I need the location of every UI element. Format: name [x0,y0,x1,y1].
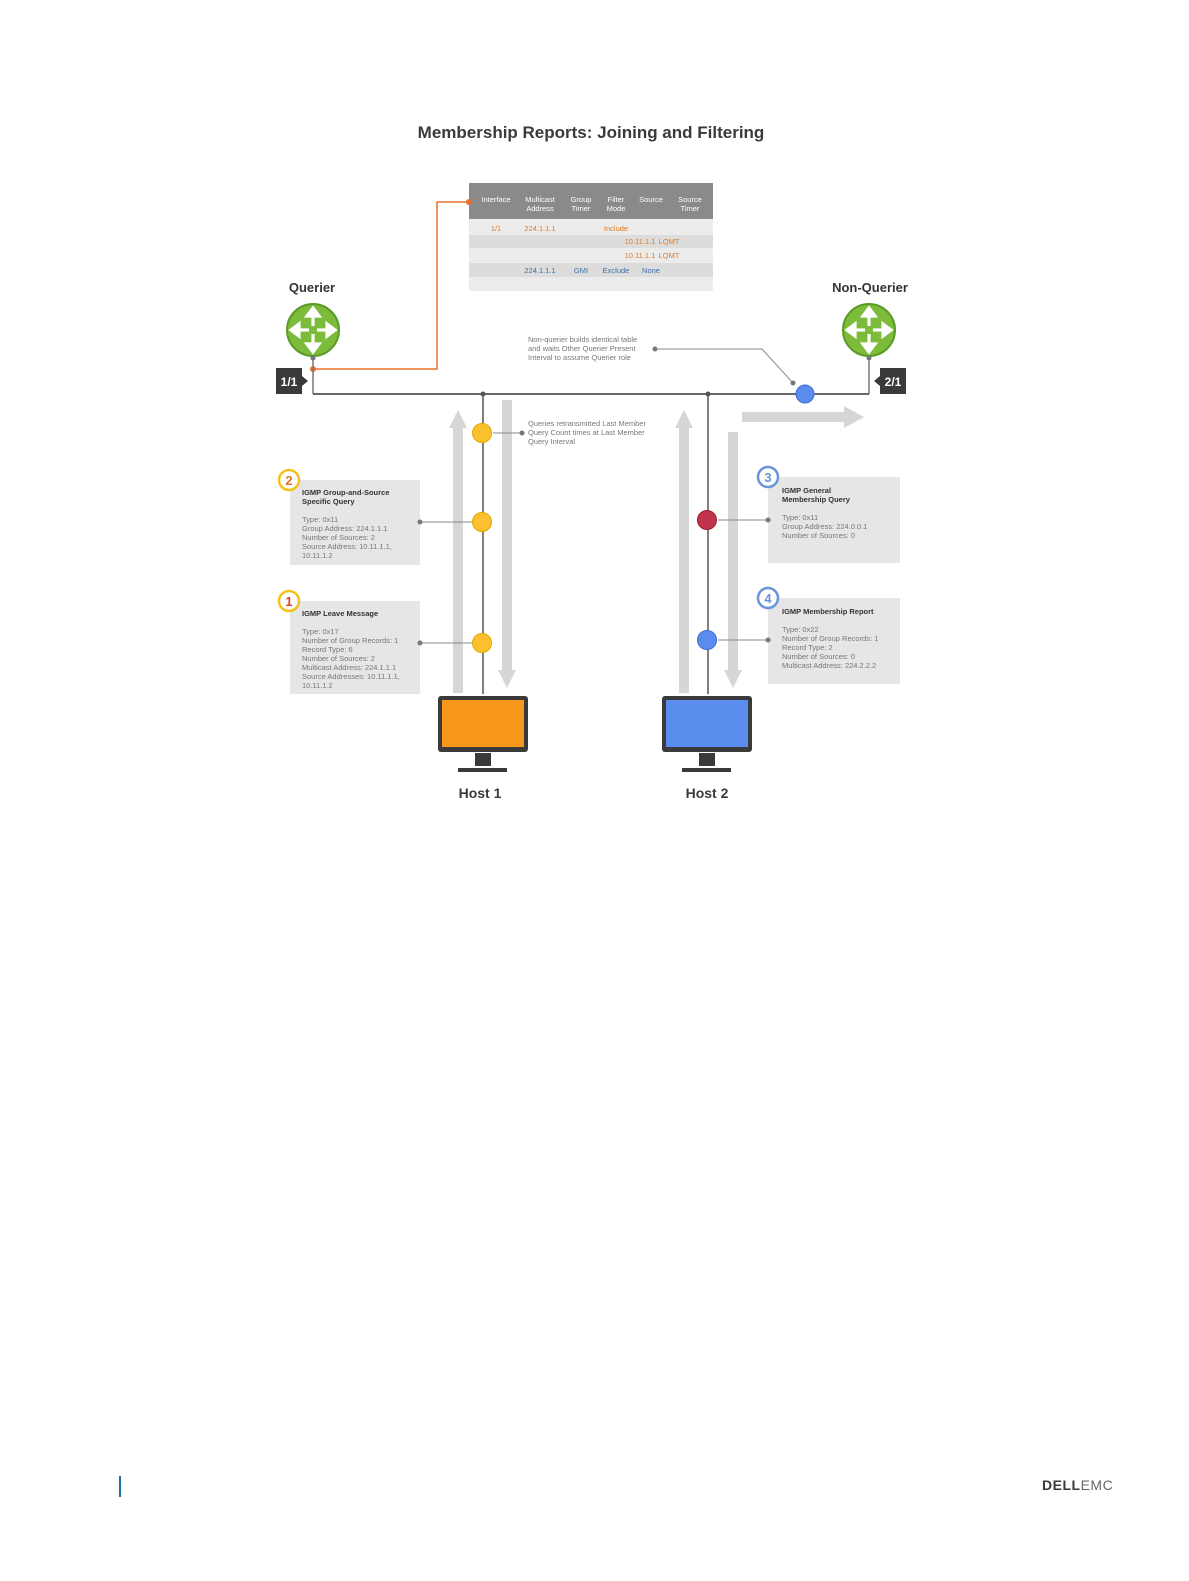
blue-marker-4 [697,630,717,650]
svg-text:Type: 0x11: Type: 0x11 [302,515,338,524]
table-cell: 224.1.1.1 [524,266,555,275]
non-querier-annotation: Non-querier builds identical table and w… [528,335,637,362]
svg-text:Query Interval: Query Interval [528,437,575,446]
host2-monitor-icon [662,696,752,772]
svg-text:10.11.1.2: 10.11.1.2 [302,681,333,690]
svg-text:Query Count times at Last Memb: Query Count times at Last Member [528,428,645,437]
table-cell: Exclude [603,266,630,275]
yellow-marker-2 [472,512,492,532]
svg-text:Membership Query: Membership Query [782,495,851,504]
querier-router-icon [286,303,340,357]
table-link-dot [466,199,472,205]
message-box-1: 1 IGMP Leave Message Type: 0x17 Number o… [277,589,420,694]
svg-text:Record Type: 2: Record Type: 2 [782,643,833,652]
svg-text:2: 2 [285,473,292,488]
svg-text:Multicast Address: 224.1.1.1: Multicast Address: 224.1.1.1 [302,663,396,672]
svg-text:Group Address: 224.0.0.1: Group Address: 224.0.0.1 [782,522,867,531]
svg-text:Number of Group Records: 1: Number of Group Records: 1 [302,636,398,645]
host1-label: Host 1 [459,785,502,801]
svg-text:IGMP Group-and-Source: IGMP Group-and-Source [302,488,389,497]
message-box-4: 4 IGMP Membership Report Type: 0x22 Numb… [756,586,900,684]
svg-text:Number of Group Records: 1: Number of Group Records: 1 [782,634,878,643]
port-badge-left: 1/1 [276,368,308,394]
svg-text:Type: 0x11: Type: 0x11 [782,513,818,522]
svg-text:Source Addresses: 10.11.1.1,: Source Addresses: 10.11.1.1, [302,672,400,681]
queries-annotation: Queries retransmitted Last Member Query … [528,419,646,446]
non-querier-label: Non-Querier [832,280,908,295]
table-cell: 1/1 [491,224,501,233]
svg-text:IGMP Membership Report: IGMP Membership Report [782,607,874,616]
table-cell: LQMT [659,237,680,246]
table-cell: GMI [574,266,588,275]
table-cell: Include [604,224,628,233]
svg-text:Type: 0x17: Type: 0x17 [302,627,339,636]
non-querier-router-icon [842,303,896,357]
dell-emc-logo: DELLEMC [1042,1477,1114,1493]
svg-text:Group Address: 224.1.1.1: Group Address: 224.1.1.1 [302,524,387,533]
svg-text:Non-querier builds identical t: Non-querier builds identical table [528,335,637,344]
yellow-marker-query [472,423,492,443]
badge-1 [277,589,301,613]
table-cell: LQMT [659,251,680,260]
host1-monitor-icon [438,696,528,772]
message-box-2: 2 IGMP Group-and-Source Specific Query T… [277,468,420,565]
svg-text:Specific Query: Specific Query [302,497,355,506]
page-margin-bar [119,1476,121,1497]
svg-text:Number of Sources: 2: Number of Sources: 2 [302,533,375,542]
badge-2 [277,468,301,492]
svg-text:Interval to assume Querier rol: Interval to assume Querier role [528,353,631,362]
svg-text:1/1: 1/1 [281,375,298,389]
table-header-cell: Multicast [525,195,556,204]
host1-down-arrow [498,400,516,688]
svg-text:Multicast Address: 224.2.2.2: Multicast Address: 224.2.2.2 [782,661,876,670]
svg-text:Source Address: 10.11.1.1,: Source Address: 10.11.1.1, [302,542,392,551]
badge-4 [756,586,780,610]
svg-text:Type: 0x22: Type: 0x22 [782,625,819,634]
svg-text:Number of Sources: 2: Number of Sources: 2 [302,654,375,663]
table-header-cell: Source [639,195,663,204]
svg-text:Number of Sources: 0: Number of Sources: 0 [782,652,855,661]
table-header-cell: Mode [607,204,626,213]
svg-text:4: 4 [764,591,772,606]
table-header-cell: Timer [681,204,700,213]
forward-arrow [742,406,864,428]
svg-text:Number of Sources: 0: Number of Sources: 0 [782,531,855,540]
table-cell: None [642,266,660,275]
table-header-cell: Address [526,204,554,213]
port-badge-right: 2/1 [874,368,906,394]
table-link-line [313,201,469,370]
message-box-3: 3 IGMP General Membership Query Type: 0x… [756,465,900,563]
table-cell: 224.1.1.1 [524,224,555,233]
table-header-cell: Source [678,195,702,204]
table-header-cell: Timer [572,204,591,213]
host1-up-arrow [449,410,467,693]
host2-down-arrow [724,432,742,688]
red-marker-3 [697,510,717,530]
svg-text:IGMP Leave Message: IGMP Leave Message [302,609,378,618]
table-header-cell: Filter [608,195,625,204]
svg-text:Queries retransmitted Last Mem: Queries retransmitted Last Member [528,419,646,428]
svg-text:3: 3 [764,470,771,485]
svg-text:1: 1 [285,594,292,609]
svg-text:IGMP General: IGMP General [782,486,831,495]
host2-up-arrow [675,410,693,693]
querier-label: Querier [289,280,335,295]
table-header-cell: Interface [481,195,510,204]
host2-label: Host 2 [686,785,729,801]
svg-text:10.11.1.2: 10.11.1.2 [302,551,333,560]
table-cell: 10.11.1.1 [625,237,656,246]
blue-marker-network [795,384,815,404]
table-header-cell: Group [571,195,592,204]
yellow-marker-1 [472,633,492,653]
svg-text:and waits Other Querier Presen: and waits Other Querier Present [528,344,636,353]
svg-text:Record Type: 6: Record Type: 6 [302,645,353,654]
diagram-title: Membership Reports: Joining and Filterin… [418,123,765,142]
table-cell: 10.11.1.1 [625,251,656,260]
badge-3 [756,465,780,489]
svg-text:2/1: 2/1 [885,375,902,389]
